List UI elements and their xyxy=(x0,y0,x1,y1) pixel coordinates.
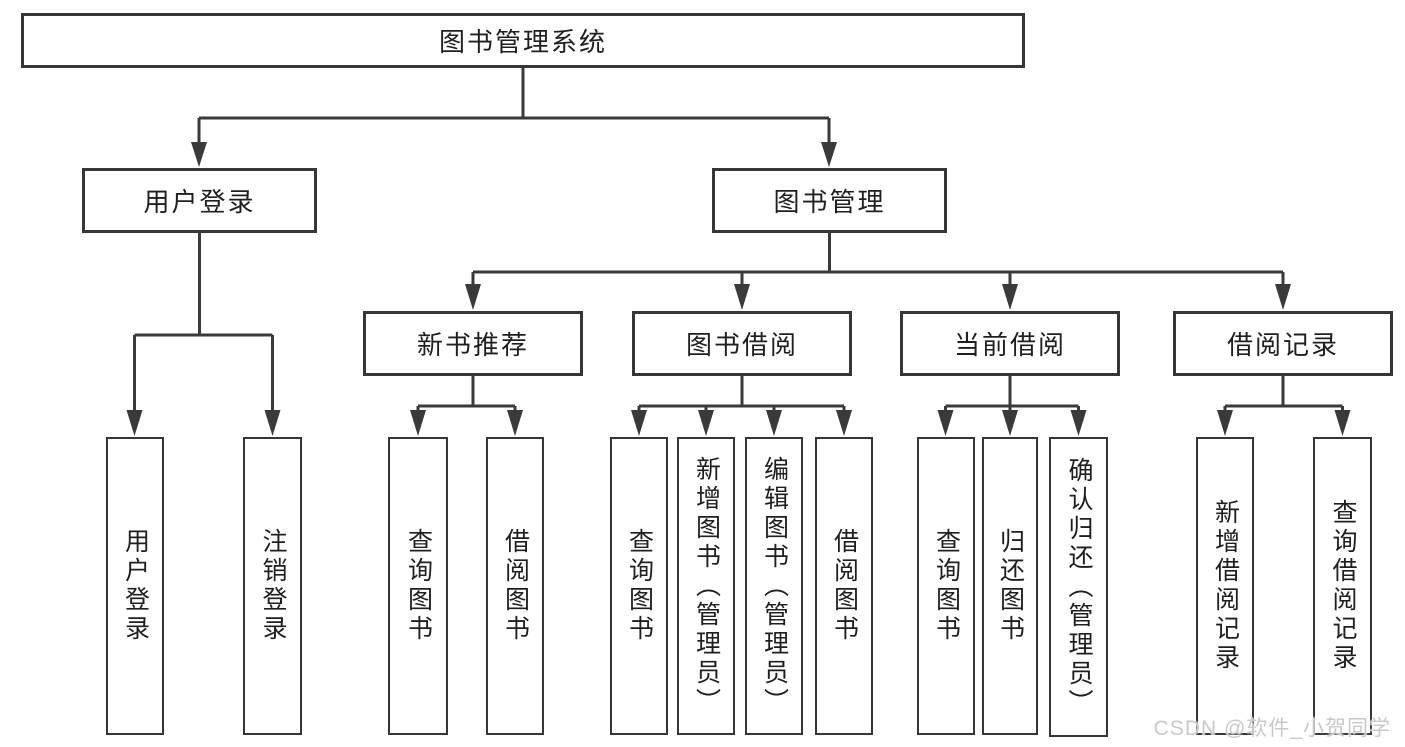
leaf-label: 新增图书（管理员） xyxy=(692,455,721,717)
node-book-management: 图书管理 xyxy=(712,168,947,233)
node-new-book-recommend-label: 新书推荐 xyxy=(416,330,529,360)
node-borrowing-records: 借阅记录 xyxy=(1173,311,1393,376)
leaf-logout: 注销登录 xyxy=(243,437,302,735)
leaf-edit-books-admin: 编辑图书（管理员） xyxy=(745,437,803,735)
leaf-query-books-borrow: 查询图书 xyxy=(610,437,668,735)
leaf-label: 新增借阅记录 xyxy=(1211,499,1240,673)
node-book-borrowing-label: 图书借阅 xyxy=(685,330,798,360)
node-book-borrowing: 图书借阅 xyxy=(632,311,852,376)
node-root: 图书管理系统 xyxy=(21,13,1025,68)
leaf-borrow-books-recommend: 借阅图书 xyxy=(486,437,544,735)
node-current-borrowing-label: 当前借阅 xyxy=(953,330,1066,360)
leaf-query-books-recommend: 查询图书 xyxy=(388,437,448,735)
leaf-label: 归还图书 xyxy=(996,528,1025,644)
leaf-add-books-admin: 新增图书（管理员） xyxy=(677,437,735,735)
leaf-label: 借阅图书 xyxy=(501,528,530,644)
node-root-label: 图书管理系统 xyxy=(438,27,607,57)
node-new-book-recommend: 新书推荐 xyxy=(363,311,583,376)
leaf-borrow-books: 借阅图书 xyxy=(815,437,873,735)
leaf-label: 查询图书 xyxy=(625,528,654,644)
leaf-query-books-current: 查询图书 xyxy=(917,437,975,735)
node-book-management-label: 图书管理 xyxy=(773,187,886,217)
leaf-return-books: 归还图书 xyxy=(982,437,1038,735)
node-borrowing-records-label: 借阅记录 xyxy=(1226,330,1339,360)
leaf-label: 查询图书 xyxy=(404,528,433,644)
leaf-label: 用户登录 xyxy=(121,528,150,644)
node-user-login: 用户登录 xyxy=(82,168,317,233)
leaf-add-borrow-record: 新增借阅记录 xyxy=(1196,437,1254,735)
leaf-user-login: 用户登录 xyxy=(106,437,164,735)
leaf-label: 编辑图书（管理员） xyxy=(760,455,789,717)
node-current-borrowing: 当前借阅 xyxy=(900,311,1120,376)
leaf-query-borrow-record: 查询借阅记录 xyxy=(1313,437,1372,735)
csdn-watermark: CSDN @软件_小贺同学 xyxy=(1153,717,1391,740)
leaf-label: 借阅图书 xyxy=(830,528,859,644)
node-user-login-label: 用户登录 xyxy=(143,187,256,217)
leaf-label: 注销登录 xyxy=(259,528,287,644)
leaf-label: 查询借阅记录 xyxy=(1329,499,1357,673)
leaf-confirm-return-admin: 确认归还（管理员） xyxy=(1049,437,1108,737)
leaf-label: 查询图书 xyxy=(932,528,961,644)
leaf-label: 确认归还（管理员） xyxy=(1065,456,1093,718)
